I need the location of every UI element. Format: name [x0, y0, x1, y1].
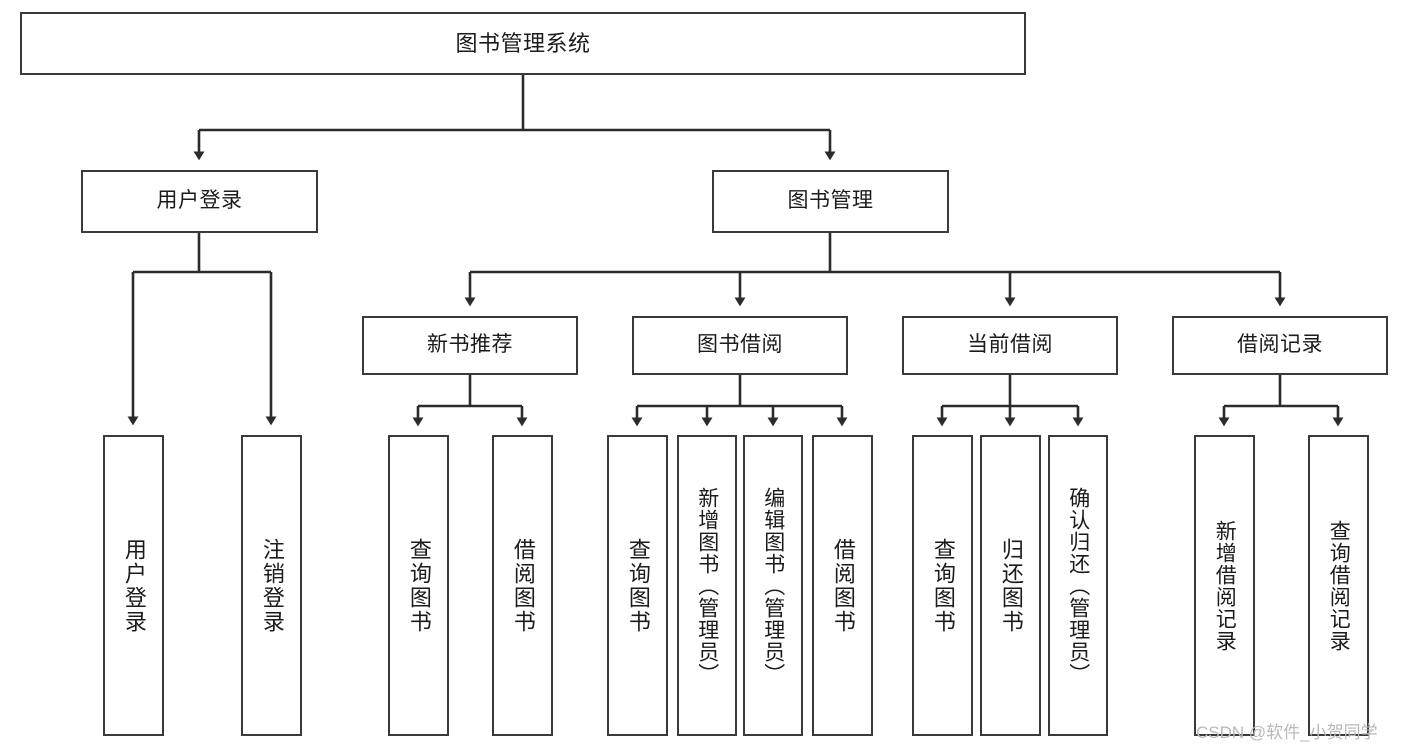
node-leaf-query-book-3-label: 查询图书	[930, 537, 956, 634]
node-leaf-user-login-label: 用户登录	[121, 537, 147, 634]
node-root[interactable]: 图书管理系统	[20, 12, 1026, 75]
node-current-borrow-label: 当前借阅	[967, 333, 1053, 357]
node-leaf-logout-label: 注销登录	[259, 537, 285, 634]
node-borrow-record[interactable]: 借阅记录	[1172, 316, 1388, 375]
node-leaf-confirm-return-label: 确认归还（管理员）	[1066, 486, 1090, 685]
node-current-borrow[interactable]: 当前借阅	[902, 316, 1118, 375]
node-root-label: 图书管理系统	[455, 30, 591, 56]
node-leaf-borrow-book-2-label: 借阅图书	[830, 537, 856, 634]
node-leaf-logout[interactable]: 注销登录	[241, 435, 302, 736]
node-user-login-label: 用户登录	[156, 189, 243, 213]
node-leaf-add-book[interactable]: 新增图书（管理员）	[677, 435, 737, 736]
node-book-manage-label: 图书管理	[787, 189, 874, 213]
node-leaf-query-book-1-label: 查询图书	[406, 537, 432, 634]
node-leaf-query-record[interactable]: 查询借阅记录	[1308, 435, 1369, 736]
node-leaf-edit-book[interactable]: 编辑图书（管理员）	[743, 435, 803, 736]
csdn-watermark: CSDN @软件_小贺同学	[1196, 723, 1378, 742]
node-leaf-return-book-label: 归还图书	[998, 537, 1024, 634]
node-borrow-record-label: 借阅记录	[1237, 333, 1323, 357]
node-leaf-borrow-book-1-label: 借阅图书	[510, 537, 536, 634]
node-new-book-rec[interactable]: 新书推荐	[362, 316, 578, 375]
node-leaf-query-record-label: 查询借阅记录	[1327, 519, 1351, 652]
node-leaf-return-book[interactable]: 归还图书	[980, 435, 1041, 736]
node-leaf-add-record[interactable]: 新增借阅记录	[1194, 435, 1255, 736]
node-leaf-query-book-1[interactable]: 查询图书	[388, 435, 449, 736]
node-leaf-confirm-return[interactable]: 确认归还（管理员）	[1048, 435, 1108, 736]
node-leaf-query-book-3[interactable]: 查询图书	[912, 435, 973, 736]
node-leaf-borrow-book-1[interactable]: 借阅图书	[492, 435, 553, 736]
node-leaf-add-record-label: 新增借阅记录	[1213, 519, 1237, 652]
node-new-book-rec-label: 新书推荐	[427, 333, 513, 357]
node-leaf-query-book-2[interactable]: 查询图书	[607, 435, 668, 736]
node-book-borrow-label: 图书借阅	[697, 333, 783, 357]
node-leaf-query-book-2-label: 查询图书	[625, 537, 651, 634]
node-user-login[interactable]: 用户登录	[81, 170, 318, 233]
node-leaf-edit-book-label: 编辑图书（管理员）	[761, 486, 785, 685]
node-leaf-borrow-book-2[interactable]: 借阅图书	[812, 435, 873, 736]
node-leaf-add-book-label: 新增图书（管理员）	[695, 486, 719, 685]
node-book-borrow[interactable]: 图书借阅	[632, 316, 848, 375]
node-book-manage[interactable]: 图书管理	[712, 170, 949, 233]
node-leaf-user-login[interactable]: 用户登录	[103, 435, 164, 736]
